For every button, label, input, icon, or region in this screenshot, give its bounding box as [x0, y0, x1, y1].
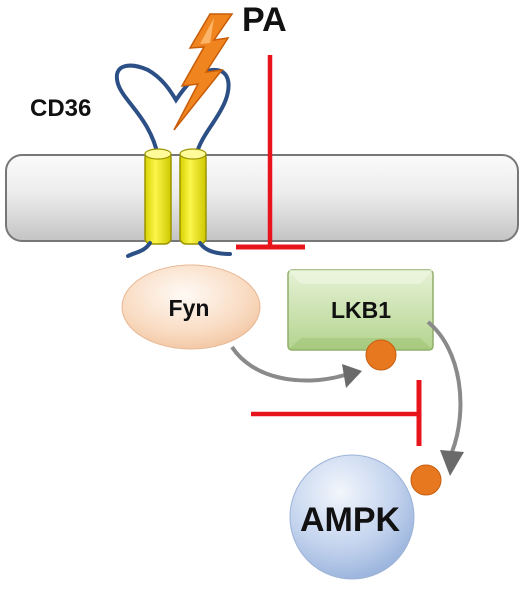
lkb1-to-ampk-arrow — [426, 320, 463, 453]
cd36-helix-right — [179, 151, 207, 245]
cd36-helix-left-cap — [144, 148, 172, 160]
cd36-helix-right-cap — [179, 148, 207, 160]
ligand-label-pa: PA — [242, 1, 287, 39]
ampk-label: AMPK — [300, 501, 401, 539]
cd36-helix-left — [144, 151, 172, 245]
ampk-node — [289, 454, 415, 580]
lkb1-label: LKB1 — [331, 297, 391, 323]
cd36-extracellular-loop — [114, 63, 231, 158]
fyn-node — [121, 264, 261, 350]
lkb1-node — [287, 269, 434, 351]
cd36-tail-left — [126, 241, 152, 258]
fyn-to-lkb1-arrowhead — [342, 364, 362, 388]
cd36-tail-right — [198, 241, 232, 256]
fyn-label: Fyn — [169, 295, 210, 321]
lkb1-inhibition-line — [251, 380, 422, 446]
phosphate-dot-icon — [365, 339, 397, 371]
pa-inhibition-line — [236, 55, 305, 250]
lightning-bolt-icon — [173, 13, 234, 131]
phosphate-dot-icon — [410, 464, 442, 496]
lkb1-to-ampk-arrowhead — [440, 450, 464, 476]
cell-membrane — [5, 154, 519, 242]
fyn-to-lkb1-arrow — [230, 345, 346, 383]
receptor-label-cd36: CD36 — [30, 95, 91, 122]
